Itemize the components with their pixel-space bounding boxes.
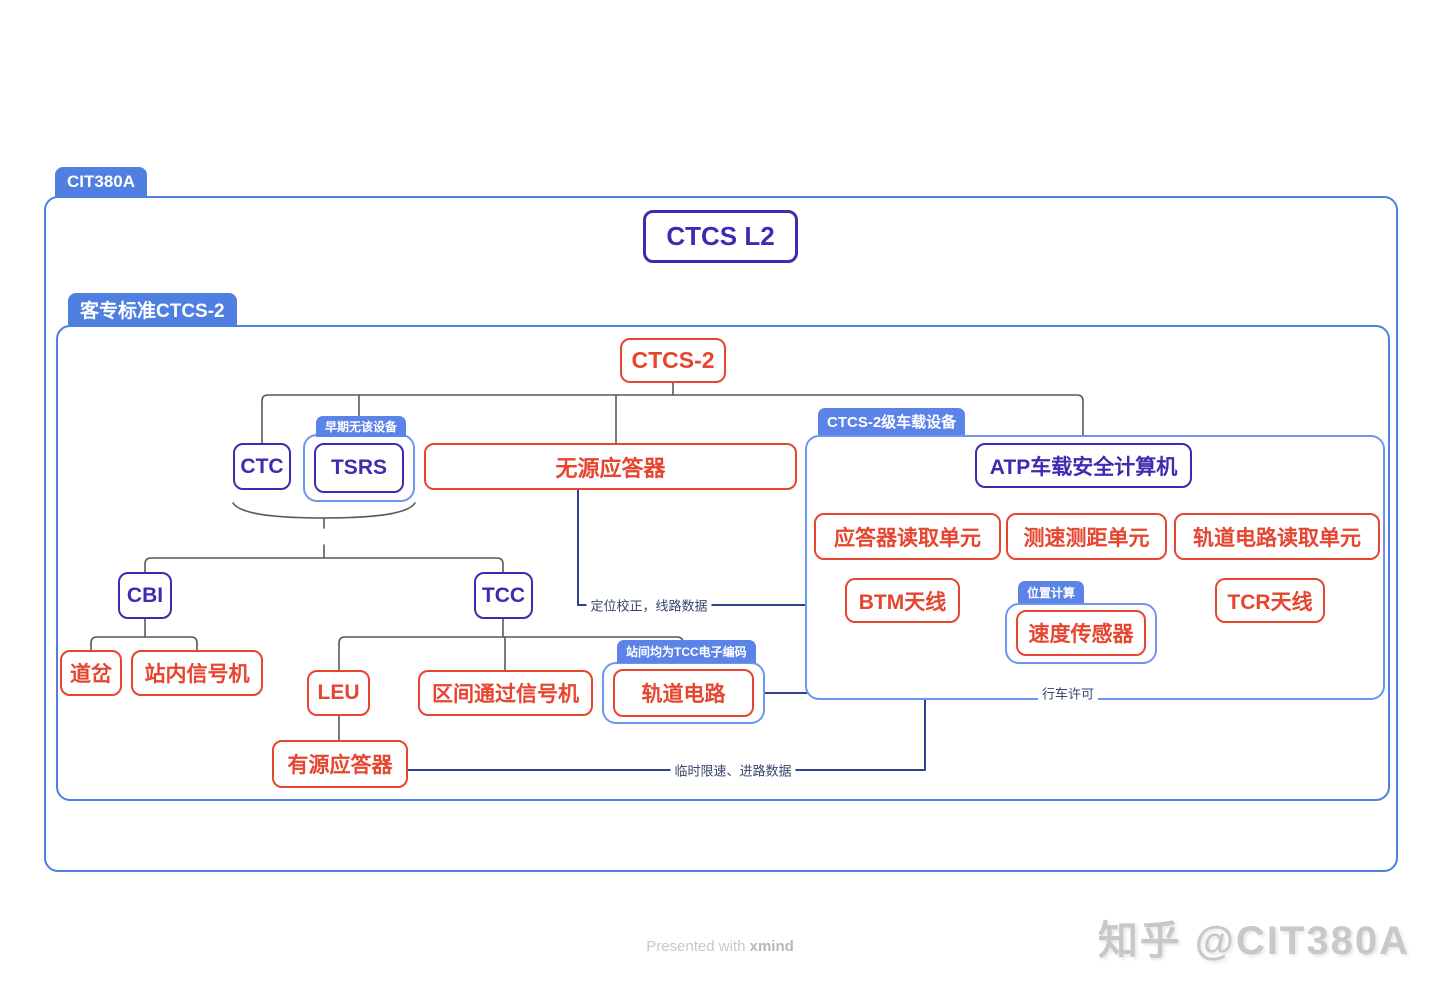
node-label: 站内信号机: [144, 663, 250, 686]
node-track-read-unit[interactable]: 轨道电路读取单元: [1174, 513, 1380, 560]
node-label: 轨道电路: [641, 683, 726, 706]
edge-label-movement-authority: 行车许可: [1037, 683, 1099, 703]
node-label: 应答器读取单元: [834, 526, 981, 550]
node-label: TCR天线: [1227, 590, 1313, 614]
zhihu-watermark: 知乎 @CIT380A: [1097, 919, 1410, 963]
node-btm-antenna[interactable]: BTM天线: [845, 578, 960, 623]
node-tsrs[interactable]: TSRS: [314, 443, 404, 493]
node-atp[interactable]: ATP车载安全计算机: [975, 443, 1192, 488]
node-speed-dist-unit[interactable]: 测速测距单元: [1006, 513, 1167, 560]
edge-label-positioning: 定位校正，线路数据: [586, 595, 712, 615]
node-label: 道岔: [70, 663, 112, 686]
badge-onboard-group[interactable]: CTCS-2级车载设备: [818, 408, 966, 435]
node-ctc[interactable]: CTC: [233, 443, 291, 490]
outer-frame: [44, 196, 1398, 872]
node-active-balise[interactable]: 有源应答器: [272, 740, 408, 788]
node-block-signal[interactable]: 区间通过信号机: [418, 670, 593, 716]
node-label: CTCS-2: [631, 347, 715, 373]
node-label: BTM天线: [858, 590, 947, 614]
xmind-brand: xmind: [749, 938, 794, 955]
node-track-circuit[interactable]: 轨道电路: [613, 669, 754, 717]
node-switch[interactable]: 道岔: [60, 650, 122, 696]
presented-text: Presented with: [646, 938, 746, 955]
node-label: 轨道电路读取单元: [1193, 526, 1361, 550]
node-leu[interactable]: LEU: [307, 670, 370, 716]
node-ctcs-l2[interactable]: CTCS L2: [643, 210, 798, 263]
node-label: CBI: [126, 583, 164, 607]
outer-frame-tab[interactable]: CIT380A: [55, 167, 148, 197]
inner-frame-tab[interactable]: 客专标准CTCS-2: [68, 293, 237, 325]
badge-label: 站间均为TCC电子编码: [626, 645, 747, 659]
badge-label: 位置计算: [1027, 585, 1076, 600]
badge-tcc-coding[interactable]: 站间均为TCC电子编码: [617, 640, 756, 663]
node-balise-read-unit[interactable]: 应答器读取单元: [814, 513, 1001, 560]
xmind-credit: Presented with xmind: [0, 938, 1440, 955]
node-label: CTCS L2: [666, 221, 775, 251]
node-label: LEU: [317, 681, 360, 704]
node-label: 速度传感器: [1028, 623, 1134, 646]
badge-tsrs-note[interactable]: 早期无该设备: [316, 416, 407, 437]
edge-label-temp-speed: 临时限速、进路数据: [670, 760, 796, 780]
node-label: CTC: [240, 454, 284, 478]
badge-label: 早期无该设备: [325, 420, 398, 434]
node-tcc[interactable]: TCC: [474, 572, 533, 619]
badge-label: CTCS-2级车载设备: [827, 414, 957, 431]
node-label: 区间通过信号机: [432, 683, 579, 706]
node-label: 测速测距单元: [1023, 526, 1150, 550]
inner-frame: [56, 325, 1390, 801]
node-passive-balise[interactable]: 无源应答器: [424, 443, 797, 490]
node-tcr-antenna[interactable]: TCR天线: [1215, 578, 1325, 623]
node-label: TCC: [481, 583, 526, 607]
node-cbi[interactable]: CBI: [118, 572, 172, 619]
node-station-signal[interactable]: 站内信号机: [131, 650, 263, 696]
node-speed-sensor[interactable]: 速度传感器: [1016, 610, 1146, 656]
outer-frame-label: CIT380A: [67, 172, 136, 191]
inner-frame-label: 客专标准CTCS-2: [80, 300, 225, 322]
node-label: TSRS: [330, 456, 387, 479]
node-label: 有源应答器: [287, 754, 393, 777]
badge-position-calc[interactable]: 位置计算: [1018, 581, 1085, 603]
node-label: ATP车载安全计算机: [989, 455, 1178, 479]
node-ctcs-2[interactable]: CTCS-2: [620, 338, 726, 383]
node-label: 无源应答器: [555, 455, 666, 481]
